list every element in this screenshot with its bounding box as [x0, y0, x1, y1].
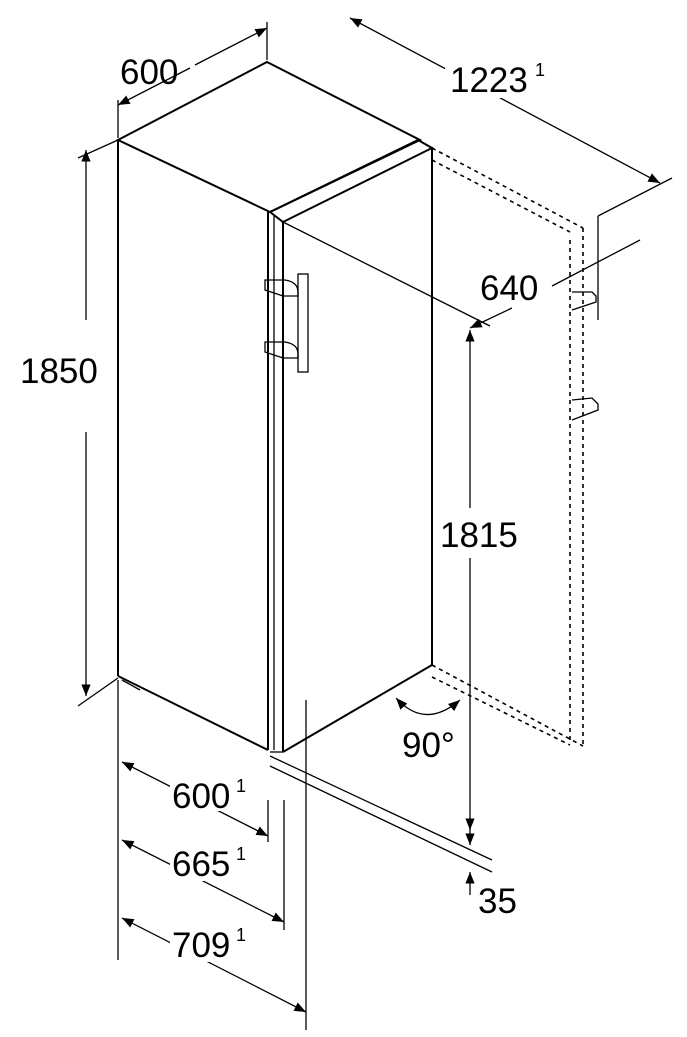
dim-width-top: 600 [120, 53, 178, 92]
dim-depth-with-door: 665 [172, 845, 230, 884]
footnote-mark: 1 [236, 925, 246, 945]
door [268, 138, 435, 753]
footnote-mark: 1 [236, 776, 246, 796]
footnote-mark: 1 [535, 60, 545, 80]
door-handle [264, 273, 309, 373]
dim-door-angle: 90° [402, 726, 455, 765]
dim-height-1850: 1850 [20, 352, 98, 391]
dim-depth-body: 600 [172, 777, 230, 816]
dim-height-1815: 1815 [440, 516, 518, 555]
footnote-mark: 1 [236, 844, 246, 864]
dim-depth-with-handle: 709 [172, 926, 230, 965]
cabinet-body [115, 60, 423, 751]
door-open-outline [431, 147, 599, 747]
dim-depth-door-open: 1223 [450, 61, 528, 100]
dim-depth-640: 640 [480, 269, 538, 308]
dim-wall-clearance: 35 [478, 882, 517, 921]
